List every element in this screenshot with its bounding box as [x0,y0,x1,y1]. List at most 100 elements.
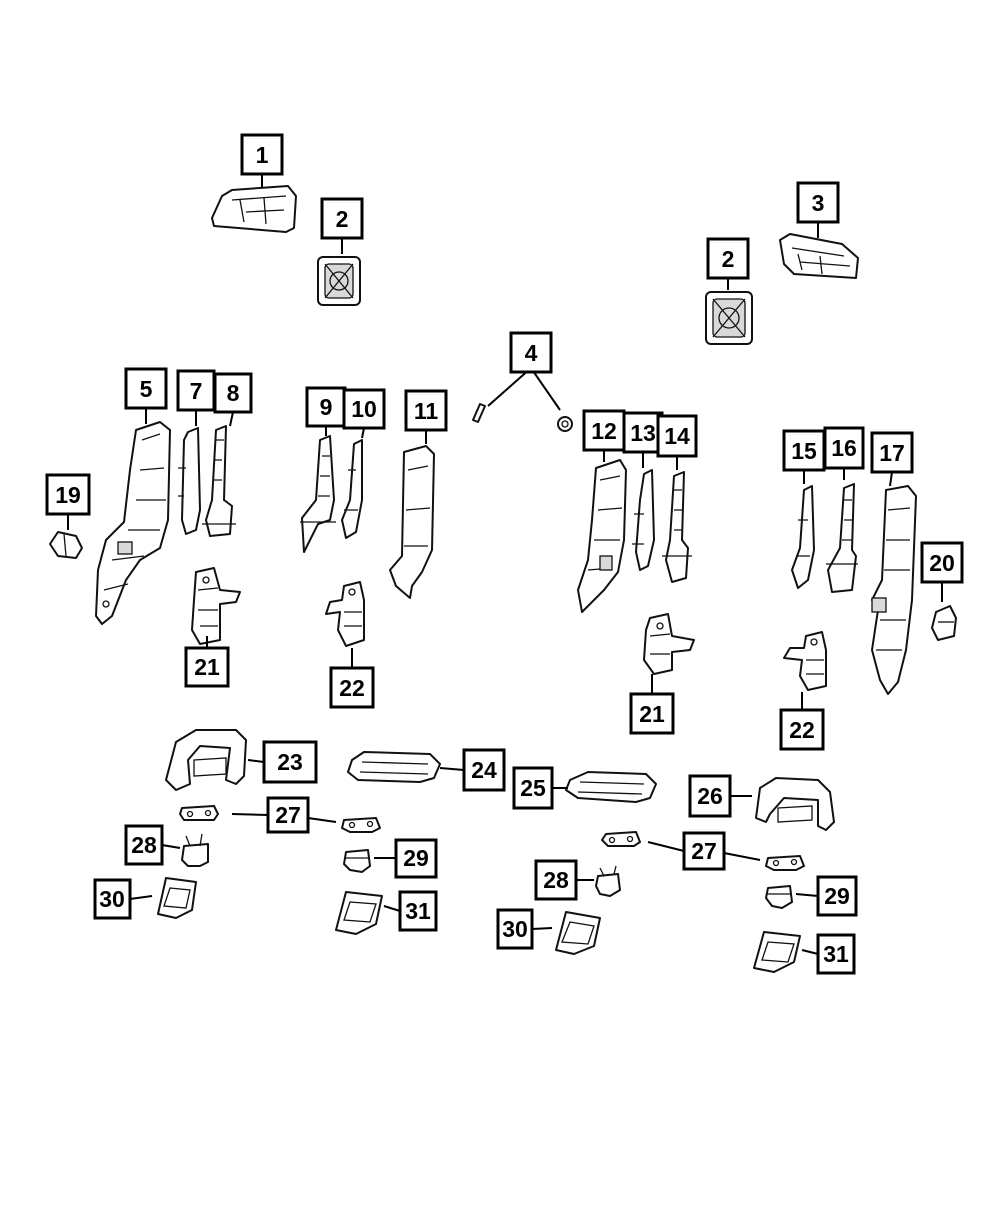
callouts: 1 2 2 3 4 5 7 8 9 10 11 12 13 14 15 16 1… [45,133,964,975]
part-26-armrest-frame [755,777,835,831]
part-2-bezel-left [317,256,361,306]
callout-label: 29 [824,883,850,909]
part-16-strip [826,483,858,593]
part-5-side-shield [95,421,171,625]
callout-label: 8 [227,380,240,406]
callout-13: 13 [622,411,664,454]
part-13-strip [632,469,655,571]
part-10-strip [341,439,363,539]
callout-10: 10 [342,388,386,430]
callout-label: 7 [190,378,203,404]
callout-label: 28 [543,867,569,893]
callout-2-left: 2 [320,197,364,240]
callout-label: 22 [339,675,365,701]
callout-label: 19 [55,482,81,508]
callout-28-right: 28 [534,859,578,901]
callout-21-right: 21 [629,692,675,735]
callout-label: 14 [664,423,690,449]
callout-label: 2 [336,206,349,232]
callout-label: 3 [812,190,825,216]
callout-21-left: 21 [184,646,230,688]
part-30-tray-right [555,911,601,955]
callout-17: 17 [870,431,914,474]
callout-1: 1 [240,133,284,176]
callout-label: 12 [591,418,617,444]
part-27-hinge-left-a [179,805,219,821]
parts-layer [49,185,957,973]
callout-23: 23 [262,740,318,784]
part-20-knob [931,605,957,641]
part-25-armrest-pad [565,771,657,803]
part-17-side-shield [871,485,917,695]
part-28-bracket-right [595,865,621,897]
part-31-tray-left [335,891,383,935]
callout-30-right: 30 [496,908,534,950]
part-21-latch-left [191,567,241,645]
part-7-strip [178,427,201,535]
callout-22-right: 22 [779,708,825,751]
callout-3: 3 [796,181,840,224]
callout-31-right: 31 [816,933,856,975]
part-24-armrest-pad [347,751,441,783]
callout-label: 21 [194,654,220,680]
leader-lines [67,174,943,955]
callout-label: 31 [405,898,431,924]
part-11-trim-panel [389,445,435,599]
callout-label: 25 [520,775,546,801]
part-9-strip [300,435,336,553]
callout-label: 2 [722,246,735,272]
part-2-bezel-right [705,291,753,345]
callout-28-left: 28 [124,824,164,866]
callout-2-right: 2 [706,237,750,280]
callout-label: 24 [471,757,497,783]
callout-14: 14 [656,414,698,458]
callout-label: 23 [277,749,303,775]
part-1-trim-cover [211,185,297,233]
callout-label: 17 [879,440,905,466]
part-28-bracket-left [181,833,209,867]
callout-31-left: 31 [398,890,438,932]
callout-label: 15 [791,438,817,464]
callout-12: 12 [582,409,626,452]
part-29-bracket-right [765,885,793,909]
callout-label: 4 [525,340,538,366]
callout-label: 16 [831,435,857,461]
callout-4: 4 [509,331,553,374]
part-15-strip [791,485,815,589]
callout-9: 9 [305,386,347,428]
callout-label: 1 [256,142,269,168]
callout-11: 11 [404,389,448,432]
callout-label: 10 [351,396,377,422]
callout-label: 11 [414,398,439,424]
part-21-latch-right [643,613,695,675]
callout-label: 29 [403,845,429,871]
callout-label: 31 [823,941,849,967]
part-27-hinge-right-a [601,831,641,847]
part-22-latch-right [783,631,827,691]
callout-label: 26 [697,783,723,809]
part-4-clips [472,403,573,432]
part-14-strip [662,471,692,583]
part-27-hinge-right-b [765,855,805,871]
callout-5: 5 [124,367,168,410]
callout-25: 25 [512,766,554,810]
callout-16: 16 [823,426,865,470]
callout-19: 19 [45,473,91,516]
callout-30-left: 30 [93,878,132,920]
callout-20: 20 [920,541,964,584]
part-29-bracket-left [343,849,371,873]
part-12-side-shield [577,459,627,613]
callout-label: 13 [630,420,656,446]
callout-label: 30 [502,916,528,942]
callout-27-right: 27 [682,831,726,871]
part-22-latch-left [325,581,365,647]
callout-label: 21 [639,701,665,727]
callout-label: 28 [131,832,157,858]
callout-label: 27 [691,838,717,864]
callout-label: 27 [275,802,301,828]
part-8-strip [202,425,236,537]
part-19-knob [49,531,83,559]
callout-label: 30 [99,886,125,912]
callout-29-left: 29 [394,838,438,879]
